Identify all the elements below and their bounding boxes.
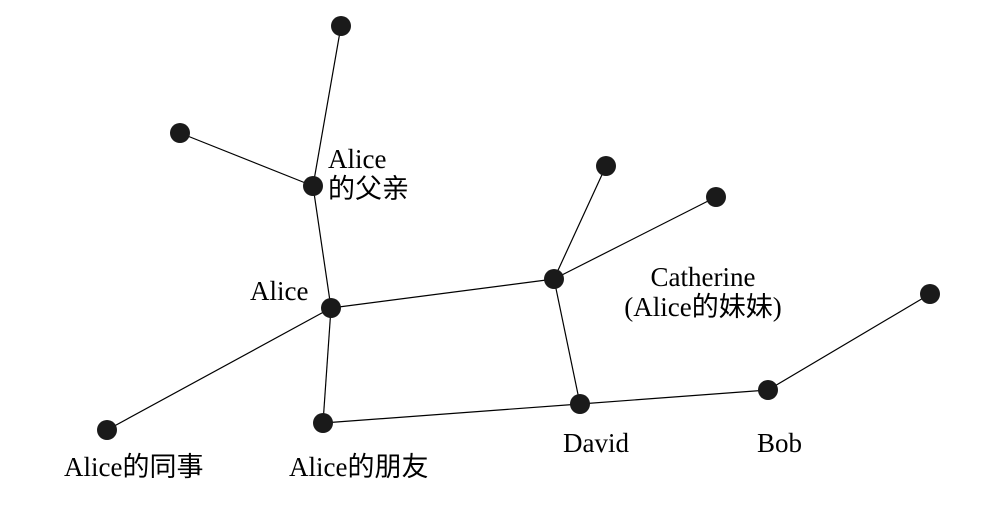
label-alice-friend: Alice的朋友 <box>289 452 429 482</box>
label-alice-father: Alice 的父亲 <box>328 144 409 204</box>
edge-alice-father <box>312 185 332 309</box>
label-david: David <box>563 428 629 458</box>
node-catherine <box>544 269 564 289</box>
edge-catherine-top <box>553 165 607 280</box>
edge-alice-catherine <box>330 278 555 309</box>
edge-father-top <box>312 25 342 187</box>
label-catherine: Catherine (Alice的妹妹) <box>588 262 818 322</box>
node-alice-colleague <box>97 420 117 440</box>
edge-catherine-david <box>553 278 581 405</box>
label-alice-father-line2: 的父亲 <box>328 174 409 204</box>
node-david <box>570 394 590 414</box>
edge-catherine-right <box>553 196 717 280</box>
node-alice-friend <box>313 413 333 433</box>
node-bob-right <box>920 284 940 304</box>
node-alice-father <box>303 176 323 196</box>
edge-bob-right <box>767 293 931 391</box>
node-father-left <box>170 123 190 143</box>
node-catherine-right <box>706 187 726 207</box>
node-father-top <box>331 16 351 36</box>
edge-father-left <box>179 132 314 187</box>
edge-alice-colleague <box>106 307 332 431</box>
label-catherine-line1: Catherine <box>650 262 756 292</box>
edge-alice-friend <box>322 307 332 424</box>
label-bob: Bob <box>757 428 803 458</box>
edge-friend-david <box>322 403 581 424</box>
node-catherine-top <box>596 156 616 176</box>
label-alice: Alice <box>250 276 309 306</box>
label-alice-father-line1: Alice <box>328 144 387 174</box>
node-bob <box>758 380 778 400</box>
label-alice-colleague: Alice的同事 <box>64 452 204 482</box>
label-catherine-line2: (Alice的妹妹) <box>624 292 782 322</box>
node-alice <box>321 298 341 318</box>
edge-david-bob <box>579 389 769 405</box>
